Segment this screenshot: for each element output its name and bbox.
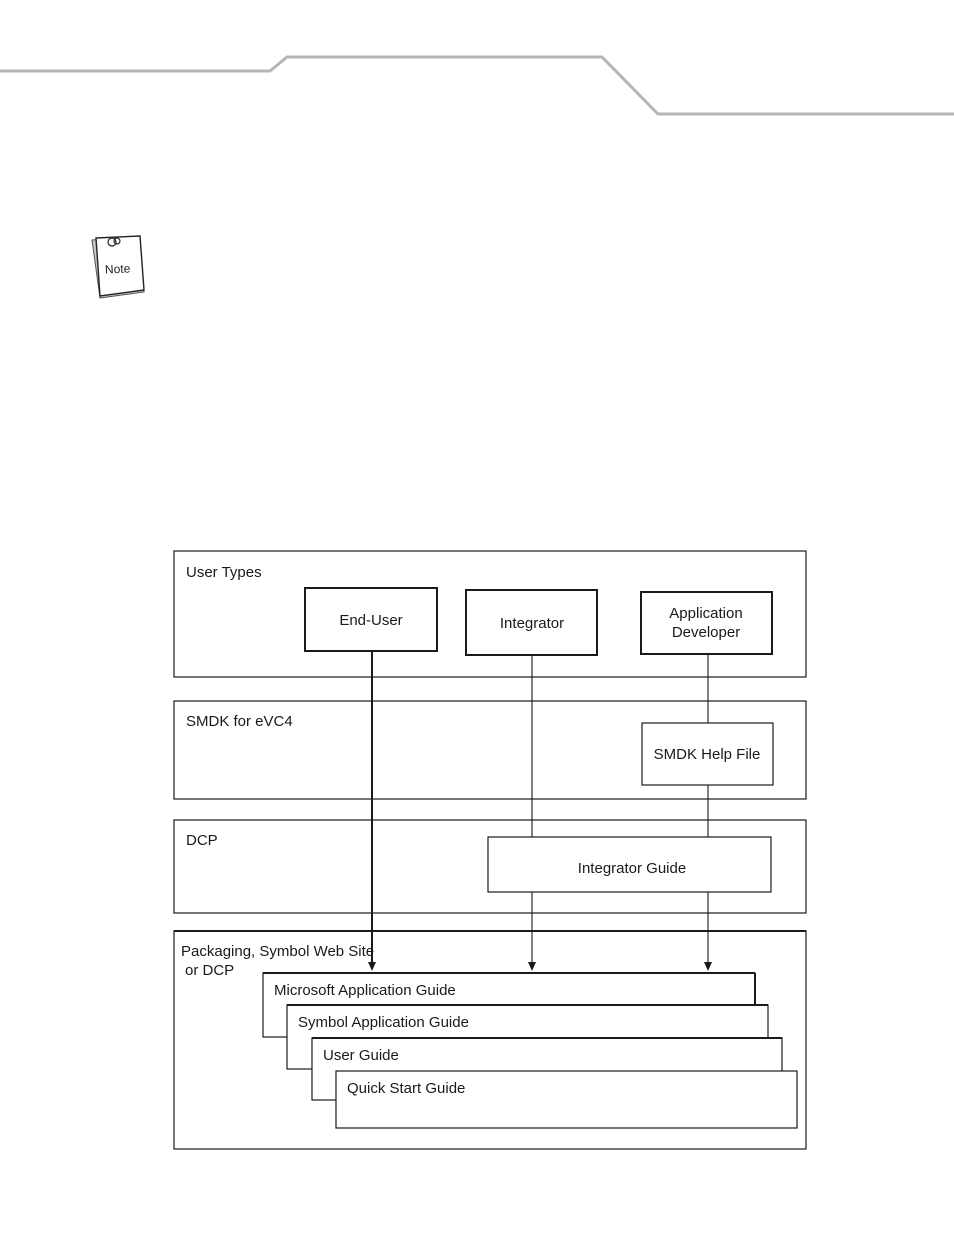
box-end-user-label: End-User — [339, 612, 402, 629]
panel-packaging-title-line2: or DCP — [185, 962, 234, 979]
panel-dcp-title: DCP — [186, 832, 218, 849]
guide-quick-start-label: Quick Start Guide — [347, 1080, 465, 1097]
box-application-developer — [641, 592, 772, 654]
arrow-head-end-user — [368, 962, 376, 971]
guide-symbol-application-label: Symbol Application Guide — [298, 1014, 469, 1031]
box-application-developer-label-2: Developer — [672, 624, 740, 641]
panel-user-types-title: User Types — [186, 564, 262, 581]
guide-user-label: User Guide — [323, 1047, 399, 1064]
box-integrator-guide-label: Integrator Guide — [578, 860, 686, 877]
box-integrator-label: Integrator — [500, 615, 564, 632]
box-smdk-help-file-label: SMDK Help File — [654, 746, 761, 763]
arrow-head-app-dev — [704, 962, 712, 971]
guide-microsoft-application-label: Microsoft Application Guide — [274, 982, 456, 999]
panel-smdk-title: SMDK for eVC4 — [186, 713, 293, 730]
arrow-head-integrator — [528, 962, 536, 971]
panel-packaging-title-line1: Packaging, Symbol Web Site — [181, 943, 374, 960]
box-application-developer-label-1: Application — [669, 605, 742, 622]
